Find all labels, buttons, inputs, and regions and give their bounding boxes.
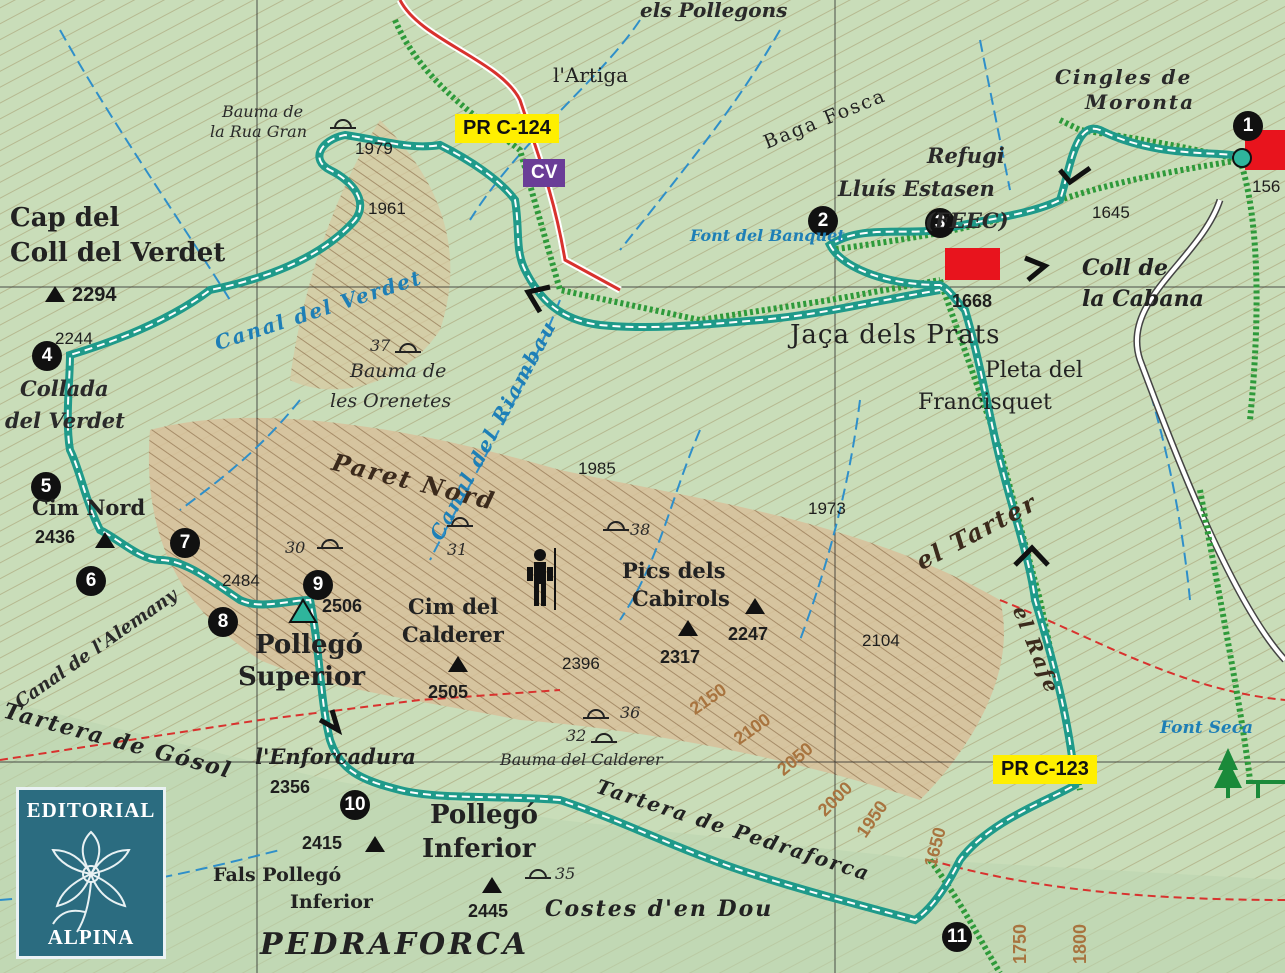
elev-2317: 2317 — [660, 647, 701, 667]
label-pollego-sup-2: Superior — [238, 662, 366, 692]
label-enforcadura: l'Enforcadura — [255, 744, 416, 769]
elev-2506: 2506 — [322, 596, 363, 616]
elev-30: 30 — [285, 538, 306, 557]
elev-2294: 2294 — [72, 284, 117, 306]
edelweiss-icon — [51, 830, 131, 933]
elev-2445: 2445 — [468, 901, 509, 921]
waypoint-9[interactable]: 9 — [303, 570, 333, 600]
elev-38: 38 — [630, 520, 651, 539]
editorial-alpina-logo: EDITORIAL ALPINA — [16, 787, 166, 959]
elev-1985: 1985 — [578, 459, 616, 478]
elev-2247: 2247 — [728, 624, 769, 644]
label-collada-1: Collada — [20, 376, 109, 401]
waypoint-7[interactable]: 7 — [170, 528, 200, 558]
elev-2505: 2505 — [428, 682, 469, 702]
elev-36: 36 — [620, 703, 641, 722]
label-cim-calderer-2: Calderer — [402, 622, 504, 647]
waypoint-11[interactable]: 11 — [942, 922, 972, 952]
waypoint-5[interactable]: 5 — [31, 472, 61, 502]
contour-1750: 1750 — [1010, 923, 1031, 965]
label-cim-nord: Cim Nord — [32, 495, 146, 520]
elev-2396: 2396 — [562, 654, 600, 673]
label-jaca-prats: Jaça dels Prats — [790, 320, 1001, 350]
label-cingles-2: Moronta — [1085, 90, 1196, 114]
label-pleta-1: Pleta del — [985, 358, 1083, 383]
route-sign-cv: CV — [523, 159, 566, 187]
waypoint-6[interactable]: 6 — [76, 566, 106, 596]
label-costes-dou: Costes d'en Dou — [545, 896, 774, 922]
waypoint-8[interactable]: 8 — [208, 607, 238, 637]
elev-156: 156 — [1252, 177, 1281, 196]
elev-2244: 2244 — [55, 329, 93, 348]
label-pics-2: Cabirols — [632, 586, 730, 611]
elev-2356: 2356 — [270, 777, 311, 797]
label-refugi-2: Lluís Estasen — [838, 176, 995, 201]
label-cim-calderer-1: Cim del — [408, 594, 499, 619]
route-sign-pr-c-124: PR C-124 — [455, 114, 559, 143]
label-font-banquet: Font del Banquet — [690, 226, 845, 245]
elev-32: 32 — [566, 726, 587, 745]
climbing-icon — [527, 548, 556, 610]
elev-35: 35 — [555, 864, 576, 883]
label-pollego-inf-1: Pollegó — [430, 800, 539, 830]
waypoint-4[interactable]: 4 — [32, 341, 62, 371]
label-pollego-inf-2: Inferior — [422, 834, 536, 864]
route-sign-pr-c-123: PR C-123 — [993, 755, 1097, 784]
elev-1961: 1961 — [368, 199, 406, 218]
contour-1800: 1800 — [1070, 923, 1091, 965]
label-els-pollegons: els Pollegons — [640, 0, 788, 22]
label-coll-cabana-1: Coll de — [1082, 255, 1168, 281]
label-artiga: l'Artiga — [553, 63, 629, 87]
elev-31: 31 — [447, 540, 468, 559]
label-refugi-3: (FEEC) — [925, 208, 1009, 233]
label-refugi-1: Refugi — [927, 143, 1005, 168]
elev-1979: 1979 — [355, 139, 393, 158]
waypoint-10[interactable]: 10 — [340, 790, 370, 820]
label-bauma-rua-2: la Rua Gran — [210, 122, 307, 141]
label-coll-cabana-2: la Cabana — [1082, 286, 1204, 312]
elev-2484: 2484 — [222, 571, 260, 590]
label-cap-del-1: Cap del — [10, 203, 120, 233]
elev-2436: 2436 — [35, 527, 76, 547]
label-collada-2: del Verdet — [5, 408, 125, 433]
waypoint-1[interactable]: 1 — [1233, 111, 1263, 141]
label-pics-1: Pics dels — [622, 558, 726, 583]
label-pedraforca: PEDRAFORCA — [260, 927, 530, 962]
label-bauma-rua-1: Bauma de — [222, 102, 304, 121]
elev-2104: 2104 — [862, 631, 900, 650]
elev-1668: 1668 — [952, 291, 993, 311]
label-bauma-oren-2: les Orenetes — [330, 390, 452, 412]
label-cingles-1: Cingles de — [1055, 65, 1193, 89]
label-fals-2: Inferior — [290, 891, 373, 913]
label-font-seca: Font Seca — [1160, 718, 1254, 738]
waypoint-2[interactable]: 2 — [808, 206, 838, 236]
label-pollego-sup-1: Pollegó — [255, 630, 364, 660]
label-pleta-2: Francisquet — [918, 390, 1052, 415]
label-bauma-oren-1: Bauma de — [350, 360, 447, 382]
elev-2415: 2415 — [302, 833, 343, 853]
label-cap-del-2: Coll del Verdet — [10, 238, 226, 268]
waypoint-3[interactable]: 3 — [925, 208, 955, 238]
label-fals-1: Fals Pollegó — [213, 864, 342, 886]
elev-1973: 1973 — [808, 499, 846, 518]
elev-1645: 1645 — [1092, 203, 1130, 222]
label-bauma-calderer: Bauma del Calderer — [500, 750, 663, 769]
elev-37: 37 — [370, 336, 391, 355]
